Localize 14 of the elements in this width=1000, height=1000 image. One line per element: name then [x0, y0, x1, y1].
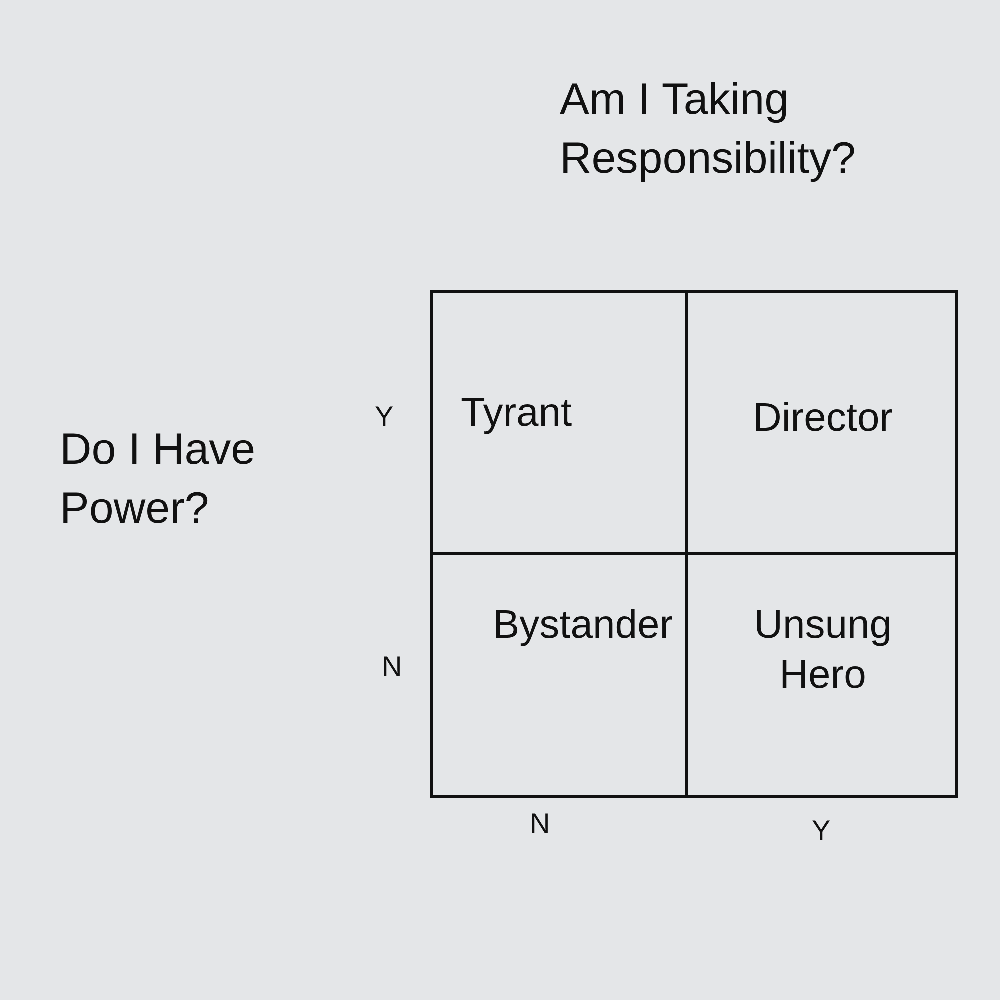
quadrant-label: Director [752, 395, 894, 442]
quadrant-cell [685, 552, 958, 798]
quadrant-cell [430, 290, 688, 555]
quadrant-label: Unsung Hero [753, 602, 893, 699]
axis-value: N [382, 650, 404, 684]
quadrant-cell [685, 290, 958, 555]
axis-value: N [530, 807, 552, 841]
quadrant-cell [430, 552, 688, 798]
axis-value: Y [812, 814, 832, 848]
axis-value: Y [375, 400, 395, 434]
axis-title: Do I Have Power? [60, 424, 257, 536]
axis-title: Am I Taking Responsibility? [560, 74, 857, 186]
quadrant-label: Bystander [493, 602, 674, 649]
quadrant-label: Tyrant [461, 390, 574, 437]
